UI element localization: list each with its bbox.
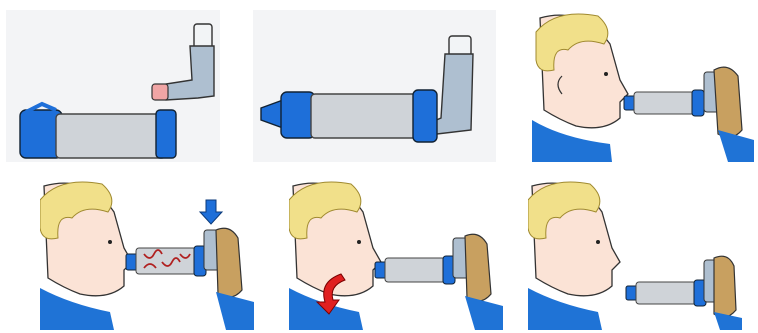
step-6-remove-spacer bbox=[528, 178, 742, 330]
hand-icon bbox=[714, 256, 736, 317]
step-2-inhaler-attached bbox=[253, 10, 496, 162]
spacer-icon bbox=[624, 72, 720, 116]
child-icon bbox=[532, 14, 628, 162]
spacer-icon bbox=[261, 90, 437, 142]
child-icon bbox=[40, 182, 132, 330]
spacer-icon bbox=[126, 230, 220, 276]
hand-icon bbox=[465, 234, 491, 301]
inhaler-icon bbox=[152, 24, 214, 100]
step-5-breathe-in bbox=[289, 178, 503, 330]
step-3-mouthpiece-at-lips bbox=[532, 10, 754, 162]
spacer-icon bbox=[20, 104, 176, 158]
step-4-press-inhaler bbox=[40, 178, 254, 330]
spacer-icon bbox=[375, 238, 469, 284]
press-arrow-icon bbox=[200, 200, 222, 224]
sleeve-icon bbox=[216, 292, 254, 330]
spacer-icon bbox=[626, 260, 720, 306]
sleeve-icon bbox=[465, 296, 503, 330]
hand-icon bbox=[714, 67, 742, 137]
step-1-inhaler-and-spacer bbox=[6, 10, 220, 162]
child-icon bbox=[528, 182, 620, 330]
child-icon bbox=[289, 182, 381, 330]
hand-icon bbox=[216, 228, 242, 297]
